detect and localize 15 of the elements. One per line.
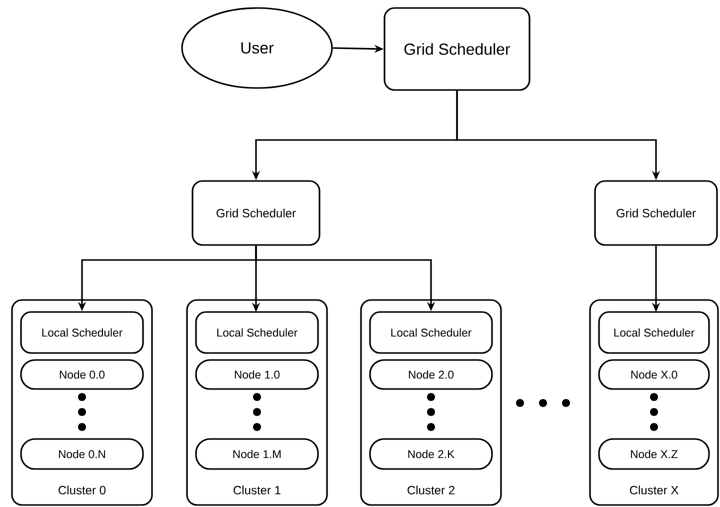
node-box: Node 0.0 xyxy=(20,359,144,390)
scheduler-box: Grid Scheduler xyxy=(384,7,530,91)
scheduler-box: Grid Scheduler xyxy=(594,180,718,246)
scheduler-box: Grid Scheduler xyxy=(192,180,320,246)
scheduler-box: Local Scheduler xyxy=(369,311,493,354)
node-box: Node X.Z xyxy=(598,438,710,470)
scheduler-box: Local Scheduler xyxy=(195,311,319,354)
node-box: Node 2.0 xyxy=(369,359,493,390)
node-box: Node 0.N xyxy=(20,438,144,470)
node-box: Node 1.M xyxy=(195,438,319,470)
node-box: Node X.0 xyxy=(598,359,710,390)
node-box: Node 2.K xyxy=(369,438,493,470)
node-box: Node 1.0 xyxy=(195,359,319,390)
scheduler-box: Local Scheduler xyxy=(20,311,144,354)
scheduler-box: Local Scheduler xyxy=(598,311,710,354)
